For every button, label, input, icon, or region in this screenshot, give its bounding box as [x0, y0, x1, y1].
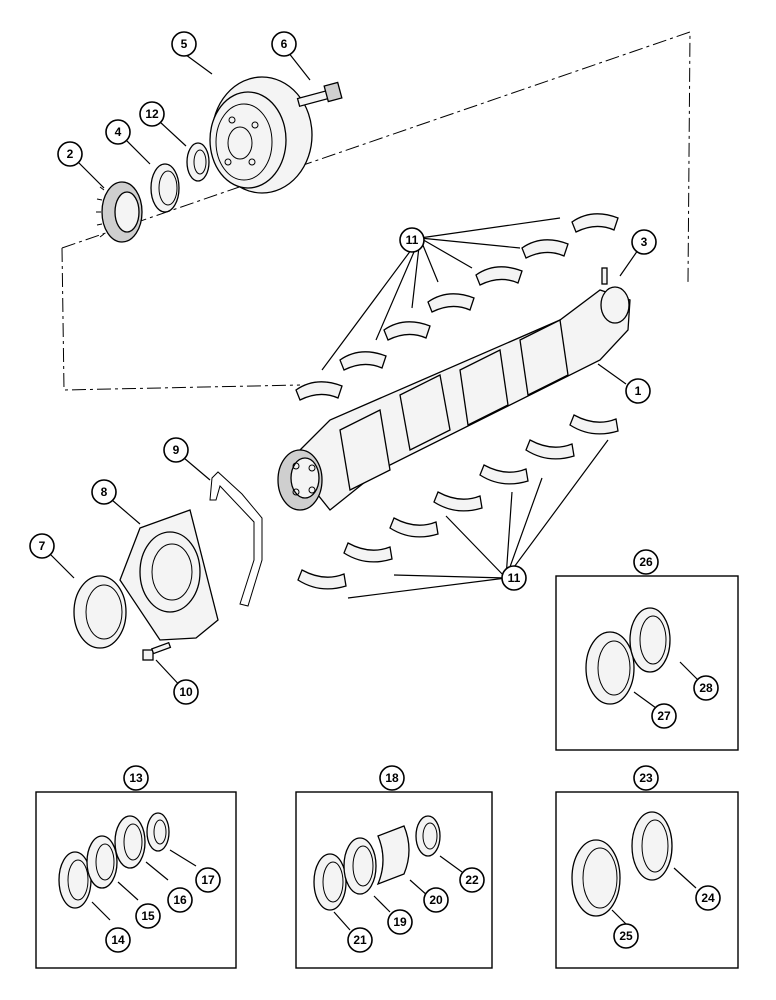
svg-text:17: 17 — [201, 873, 215, 887]
rear-seal — [73, 575, 127, 649]
crankshaft — [277, 286, 631, 511]
callout-15: 15 — [135, 903, 161, 929]
svg-text:22: 22 — [465, 873, 479, 887]
callout-20: 20 — [423, 887, 449, 913]
callout-12: 12 — [139, 101, 165, 127]
svg-text:6: 6 — [281, 37, 288, 51]
callout-18: 18 — [379, 765, 405, 791]
crankshaft-gear — [96, 181, 143, 243]
svg-text:11: 11 — [406, 233, 419, 247]
kit-23-parts — [571, 811, 697, 927]
svg-text:23: 23 — [639, 771, 653, 785]
callout-16: 16 — [167, 887, 193, 913]
callout-3: 3 — [631, 229, 657, 255]
svg-text:10: 10 — [179, 685, 193, 699]
housing-bolt — [142, 641, 172, 661]
callout-9: 9 — [163, 437, 189, 463]
callout-17: 17 — [195, 867, 221, 893]
callout-8: 8 — [91, 479, 117, 505]
svg-text:16: 16 — [173, 893, 187, 907]
leader-lines — [49, 51, 639, 691]
callout-11-upper: 11 — [399, 227, 425, 253]
callout-13: 13 — [123, 765, 149, 791]
svg-text:19: 19 — [393, 915, 407, 929]
crankshaft-key — [601, 267, 608, 285]
upper-bearing-shells — [295, 213, 619, 401]
callout-26: 26 — [633, 549, 659, 575]
pulley-bolt — [296, 81, 343, 108]
svg-text:9: 9 — [173, 443, 180, 457]
callout-4: 4 — [105, 119, 131, 145]
svg-text:5: 5 — [181, 37, 188, 51]
callout-1: 1 — [625, 378, 651, 404]
callout-5: 5 — [171, 31, 197, 57]
svg-text:7: 7 — [39, 539, 46, 553]
callout-7: 7 — [29, 533, 55, 559]
svg-text:8: 8 — [101, 485, 108, 499]
callout-6: 6 — [271, 31, 297, 57]
callout-11-lower: 11 — [501, 565, 527, 591]
callout-25: 25 — [613, 923, 639, 949]
housing-gasket — [209, 471, 263, 607]
callout-28: 28 — [693, 675, 719, 701]
svg-text:13: 13 — [129, 771, 143, 785]
callout-27: 27 — [651, 703, 677, 729]
svg-text:27: 27 — [657, 709, 671, 723]
callout-19: 19 — [387, 909, 413, 935]
rear-seal-housing — [119, 509, 219, 641]
svg-text:11: 11 — [508, 571, 521, 585]
svg-text:15: 15 — [141, 909, 155, 923]
svg-text:21: 21 — [353, 933, 367, 947]
kit-26-parts — [585, 607, 699, 709]
kit-13-parts — [58, 812, 197, 921]
callout-22: 22 — [459, 867, 485, 893]
callout-24: 24 — [695, 885, 721, 911]
svg-text:1: 1 — [635, 384, 642, 398]
svg-text:12: 12 — [145, 107, 159, 121]
svg-text:18: 18 — [385, 771, 399, 785]
assembly-boundary — [61, 31, 691, 391]
svg-text:2: 2 — [67, 147, 74, 161]
svg-text:24: 24 — [701, 891, 715, 905]
svg-text:25: 25 — [619, 929, 633, 943]
front-seal-ring — [150, 163, 180, 213]
kit-18-parts — [313, 815, 463, 931]
vibration-damper-pulley — [209, 76, 313, 194]
svg-text:26: 26 — [639, 555, 653, 569]
spacer-ring — [186, 142, 210, 182]
svg-text:28: 28 — [699, 681, 713, 695]
callout-23: 23 — [633, 765, 659, 791]
svg-text:14: 14 — [111, 933, 125, 947]
callout-2: 2 — [57, 141, 83, 167]
svg-text:20: 20 — [429, 893, 443, 907]
svg-text:3: 3 — [641, 235, 648, 249]
callout-10: 10 — [173, 679, 199, 705]
svg-text:4: 4 — [115, 125, 122, 139]
callout-21: 21 — [347, 927, 373, 953]
callout-14: 14 — [105, 927, 131, 953]
lower-bearing-shells — [297, 414, 619, 590]
